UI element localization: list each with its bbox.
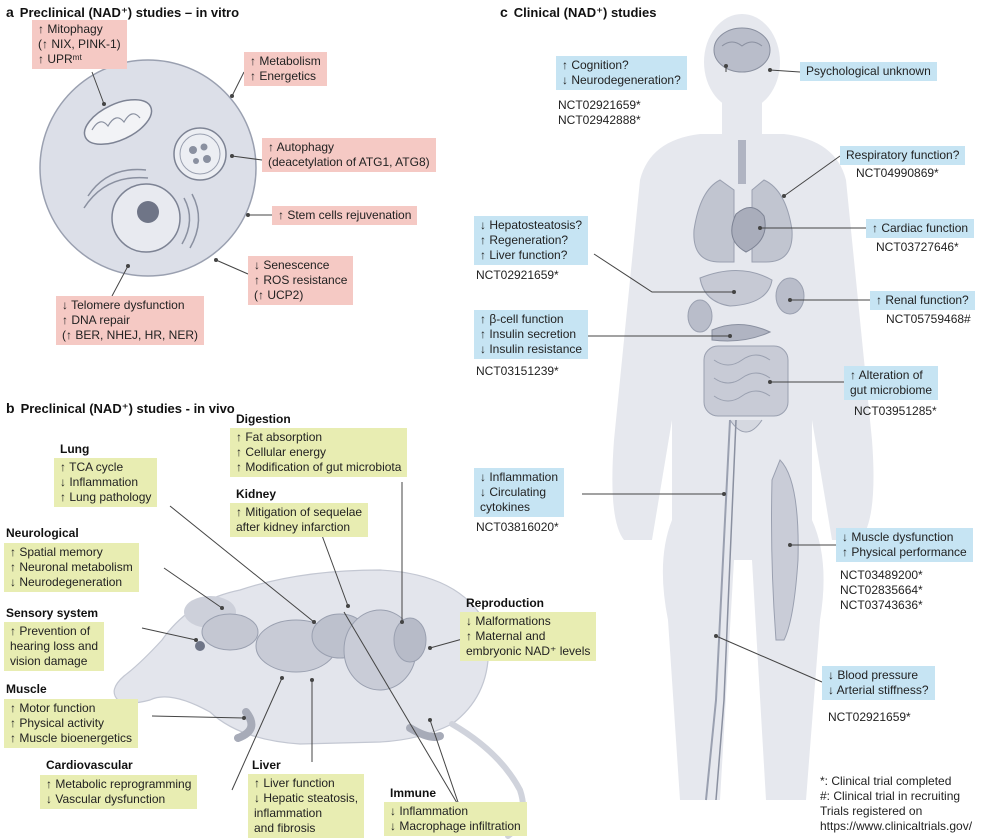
box-muscle: ↑ Motor function ↑ Physical activity ↑ M…	[4, 699, 139, 748]
nct-respiratory: NCT04990869*	[856, 166, 939, 180]
panel-b-title-text: Preclinical (NAD⁺) studies - in vivo	[20, 401, 235, 416]
box-kidney: ↑ Mitigation of sequelae after kidney in…	[230, 503, 369, 537]
box-metabolism: ↑ Metabolism ↑ Energetics	[244, 52, 327, 86]
brain-icon	[713, 27, 771, 73]
trial-legend: *: Clinical trial completed #: Clinical …	[820, 774, 973, 833]
category-liver: Liver	[252, 758, 281, 772]
intestine-icon	[703, 345, 789, 433]
box-autophagy: ↑ Autophagy (deacetylation of ATG1, ATG8…	[262, 138, 436, 172]
panel-a-connectors	[91, 71, 272, 297]
human-illustration	[612, 14, 874, 801]
box-cognition: ↑ Cognition? ↓ Neurodegeneration?	[556, 56, 687, 90]
panel-c-title-text: Clinical (NAD⁺) studies	[513, 5, 657, 20]
nucleus-icon	[83, 168, 200, 253]
category-lung: Lung	[60, 442, 90, 456]
nct-beta-cell: NCT03151239*	[476, 364, 559, 378]
panel-b-title: b Preclinical (NAD⁺) studies - in vivo	[6, 400, 235, 417]
box-lung: ↑ TCA cycle ↓ Inflammation ↑ Lung pathol…	[54, 458, 158, 507]
muscle-icon	[771, 459, 799, 641]
panel-c-connectors	[570, 64, 870, 683]
box-sensory: ↑ Prevention of hearing loss and vision …	[4, 622, 105, 671]
category-neurological: Neurological	[6, 526, 79, 540]
box-beta-cell: ↑ β-cell function ↑ Insulin secretion ↓ …	[474, 310, 589, 359]
pancreas-icon	[711, 324, 772, 342]
box-renal: ↑ Renal function?	[870, 291, 975, 310]
liver-icon	[687, 269, 805, 333]
box-blood-pressure: ↓ Blood pressure ↓ Arterial stiffness?	[822, 666, 935, 700]
panel-a-title: a Preclinical (NAD⁺) studies – in vitro	[6, 4, 239, 21]
category-muscle: Muscle	[6, 682, 47, 696]
box-telomere: ↓ Telomere dysfunction ↑ DNA repair (↑ B…	[56, 296, 205, 345]
box-digestion: ↑ Fat absorption ↑ Cellular energy ↑ Mod…	[230, 428, 408, 477]
box-mitophagy: ↑ Mitophagy (↑ NIX, PINK-1) ↑ UPRᵐᵗ	[32, 20, 127, 69]
nct-cardiac: NCT03727646*	[876, 240, 959, 254]
box-immune: ↓ Inflammation ↓ Macrophage infiltration	[384, 802, 527, 836]
panel-a-title-text: Preclinical (NAD⁺) studies – in vitro	[19, 5, 240, 20]
box-neurological: ↑ Spatial memory ↑ Neuronal metabolism ↓…	[4, 543, 139, 592]
panel-c-letter: c	[500, 4, 508, 20]
box-reproduction: ↓ Malformations ↑ Maternal and embryonic…	[460, 612, 597, 661]
panel-a-letter: a	[6, 4, 14, 20]
category-sensory: Sensory system	[6, 606, 99, 620]
heart-icon	[731, 207, 766, 253]
box-stem-cells: ↑ Stem cells rejuvenation	[272, 206, 418, 225]
cell-illustration	[39, 59, 257, 277]
autophagosome-icon	[173, 127, 227, 181]
box-psychological: Psychological unknown	[800, 62, 937, 81]
box-liver: ↑ Liver function ↓ Hepatic steatosis, in…	[248, 774, 365, 838]
mouse-illustration	[113, 569, 526, 839]
panel-b-connectors	[141, 482, 467, 809]
nct-cognition: NCT02921659* NCT02942888*	[558, 98, 641, 127]
box-gut-microbiome: ↑ Alteration of gut microbiome	[844, 366, 939, 400]
lungs-icon	[693, 140, 793, 263]
category-immune: Immune	[390, 786, 437, 800]
nct-muscle: NCT03489200* NCT02835664* NCT03743636*	[840, 568, 923, 612]
box-inflammation: ↓ Inflammation ↓ Circulating cytokines	[474, 468, 565, 517]
category-kidney: Kidney	[236, 487, 277, 501]
mitochondrion-icon	[83, 98, 153, 146]
nct-inflammation: NCT03816020*	[476, 520, 559, 534]
box-hepatosteatosis: ↓ Hepatosteatosis? ↑ Regeneration? ↑ Liv…	[474, 216, 589, 265]
nct-gut-microbiome: NCT03951285*	[854, 404, 937, 418]
nct-blood-pressure: NCT02921659*	[828, 710, 911, 724]
box-cardiovascular: ↑ Metabolic reprogramming ↓ Vascular dys…	[40, 775, 198, 809]
category-digestion: Digestion	[236, 412, 291, 426]
blood-vessel-icon	[705, 419, 737, 801]
nct-renal: NCT05759468#	[886, 312, 971, 326]
box-muscle-dysfunction: ↓ Muscle dysfunction ↑ Physical performa…	[836, 528, 973, 562]
box-respiratory: Respiratory function?	[840, 146, 966, 165]
panel-b-letter: b	[6, 400, 15, 416]
nct-hepatosteatosis: NCT02921659*	[476, 268, 559, 282]
category-cardiovascular: Cardiovascular	[46, 758, 133, 772]
category-reproduction: Reproduction	[466, 596, 544, 610]
box-senescence: ↓ Senescence ↑ ROS resistance (↑ UCP2)	[248, 256, 354, 305]
box-cardiac: ↑ Cardiac function	[866, 219, 975, 238]
panel-c-title: c Clinical (NAD⁺) studies	[500, 4, 656, 21]
